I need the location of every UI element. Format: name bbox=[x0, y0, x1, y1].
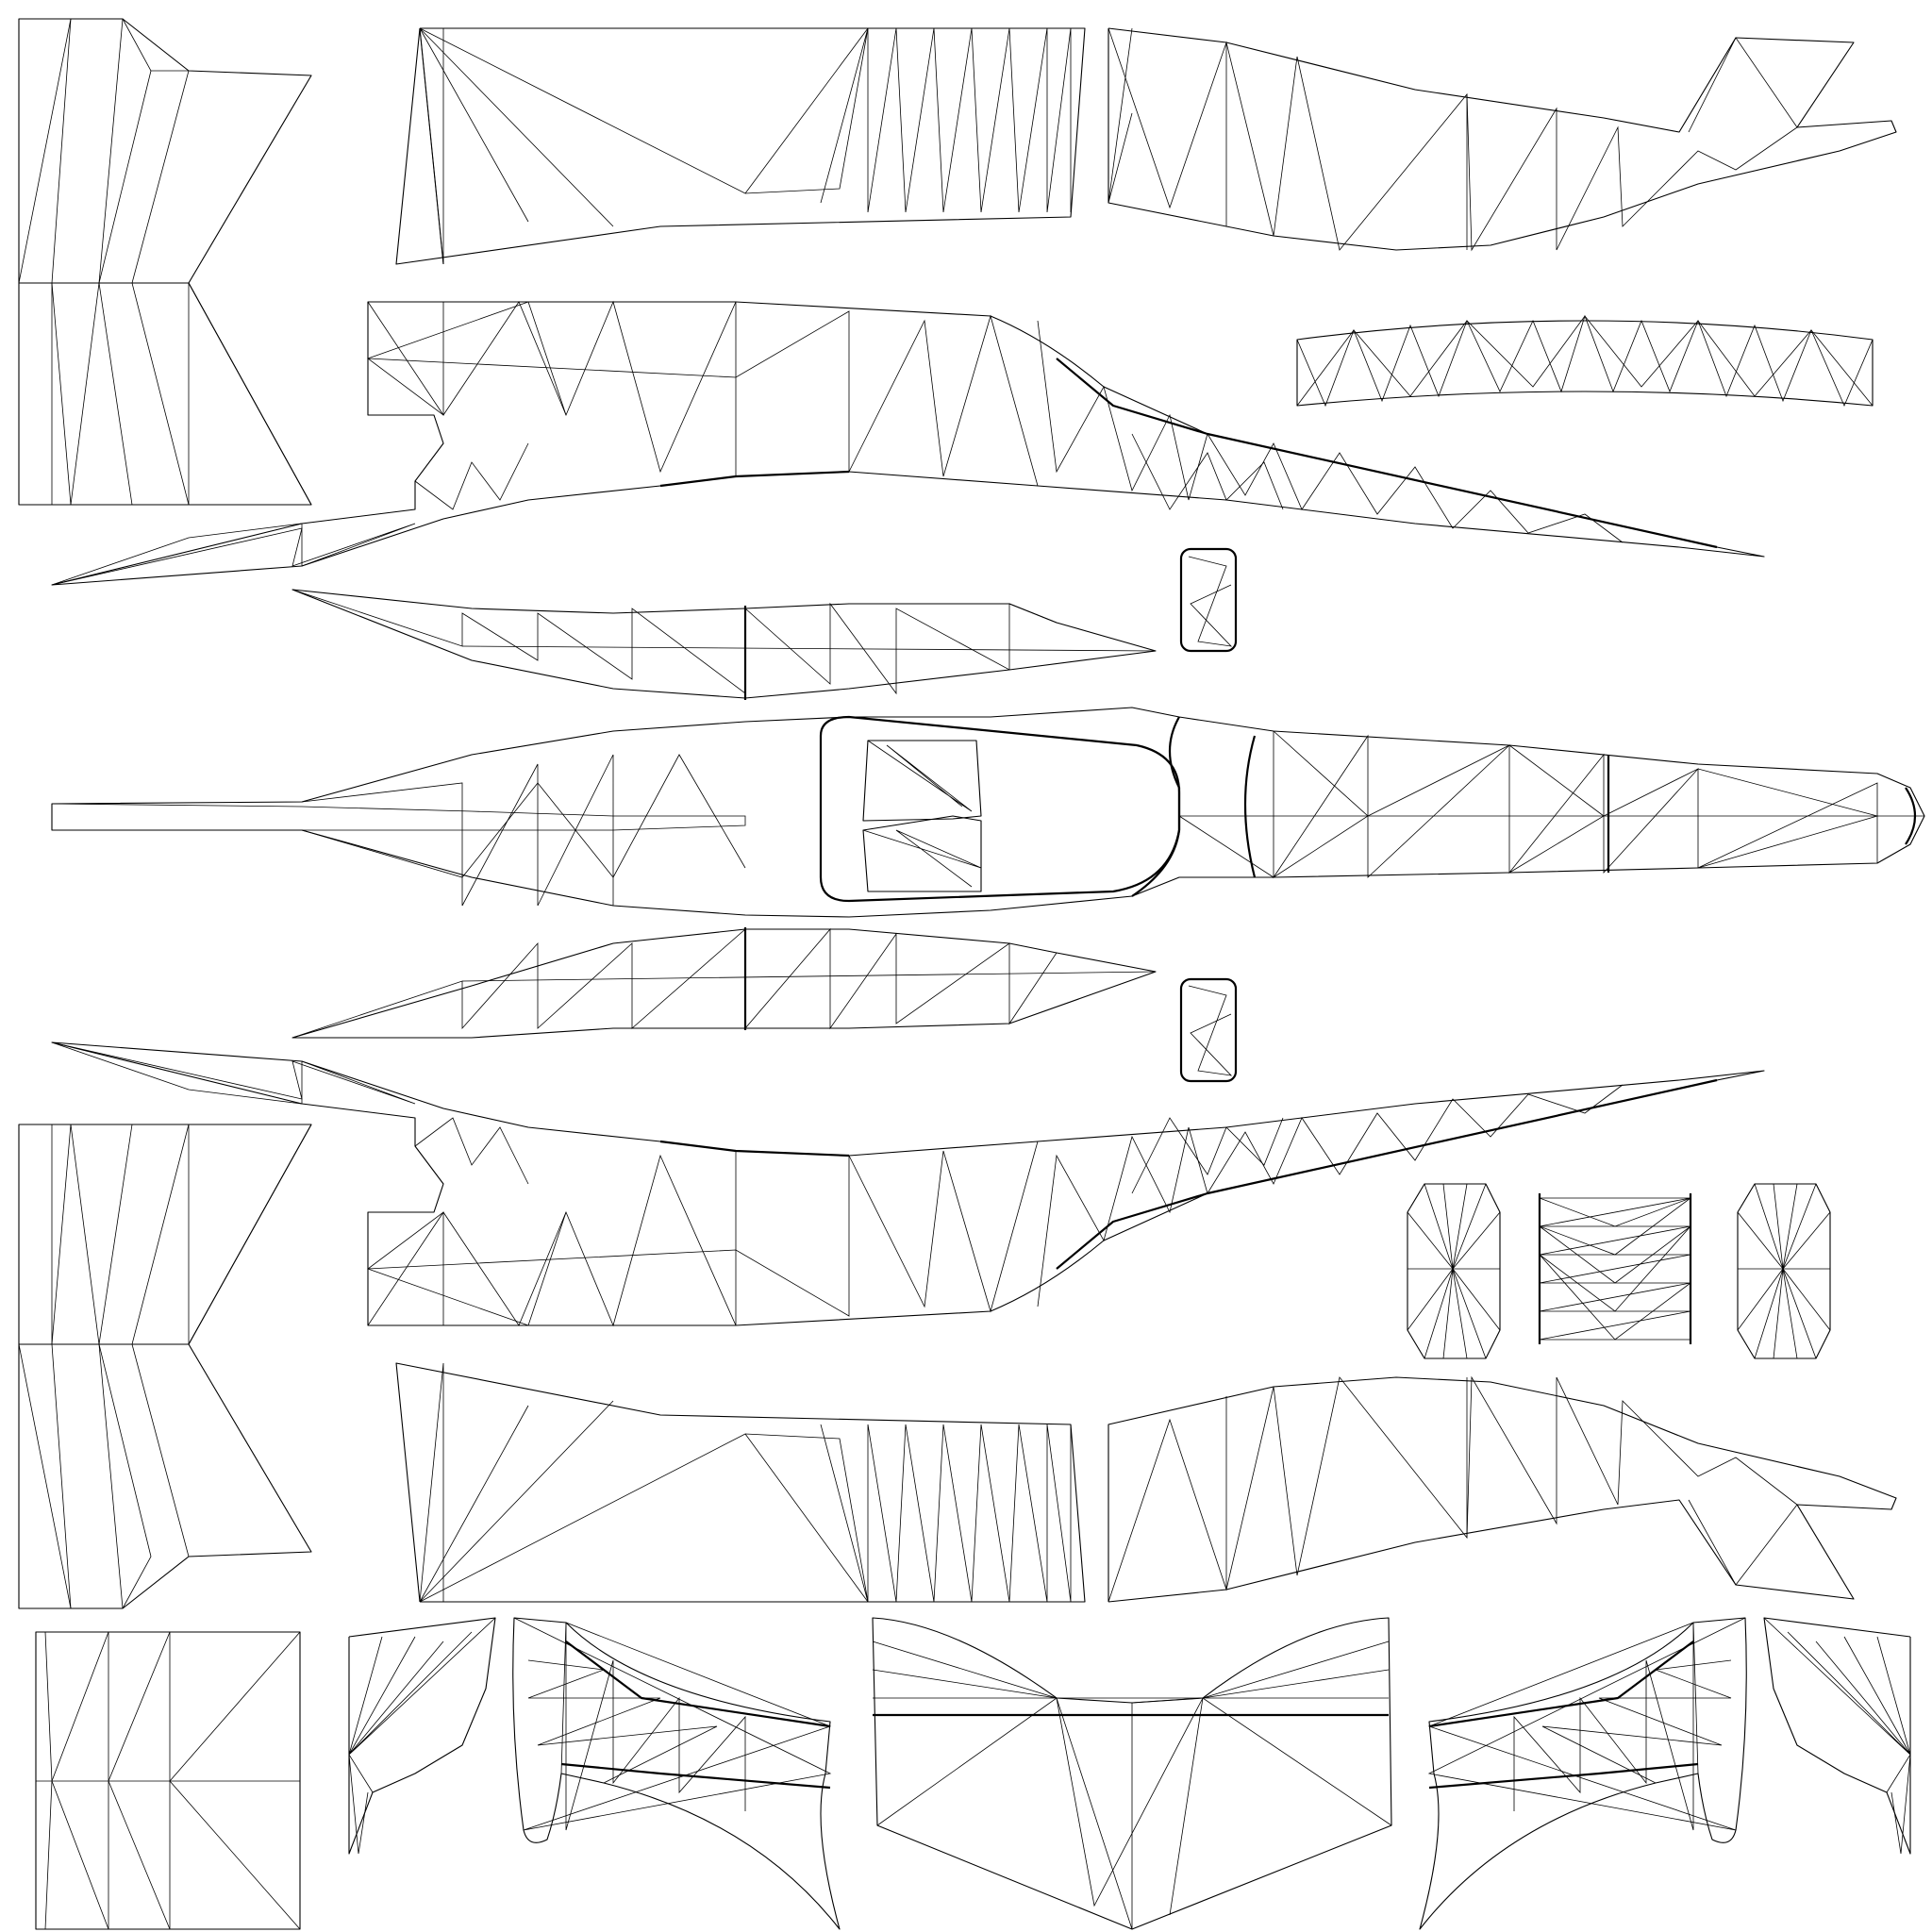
cowl-left bbox=[512, 1617, 841, 1930]
small-cap-upper bbox=[1179, 547, 1238, 653]
strake-lower bbox=[291, 927, 1157, 1039]
fin-left bbox=[348, 1617, 496, 1855]
disc-left bbox=[1407, 1183, 1501, 1359]
fin-right bbox=[1763, 1617, 1911, 1855]
tail-plate bbox=[872, 1617, 1392, 1930]
cowl-right bbox=[1419, 1617, 1747, 1930]
spring-element bbox=[1538, 1193, 1692, 1344]
side-panel-top-left bbox=[395, 27, 1086, 265]
fuselage-side-upper bbox=[51, 300, 1765, 586]
wing-panel-bottom bbox=[18, 1124, 312, 1609]
wing-panel-top bbox=[18, 18, 312, 506]
disc-right bbox=[1737, 1183, 1831, 1359]
side-panel-top-right bbox=[1108, 27, 1897, 252]
side-panel-bottom-left bbox=[395, 1362, 1086, 1603]
fuselage-top-view bbox=[51, 707, 1925, 918]
curved-strip bbox=[1296, 314, 1874, 408]
small-cap-lower bbox=[1179, 977, 1238, 1083]
side-panel-bottom-right bbox=[1108, 1375, 1897, 1603]
fuselage-side-lower bbox=[51, 1041, 1765, 1327]
square-panel bbox=[35, 1631, 301, 1930]
strake-upper bbox=[291, 589, 1157, 700]
